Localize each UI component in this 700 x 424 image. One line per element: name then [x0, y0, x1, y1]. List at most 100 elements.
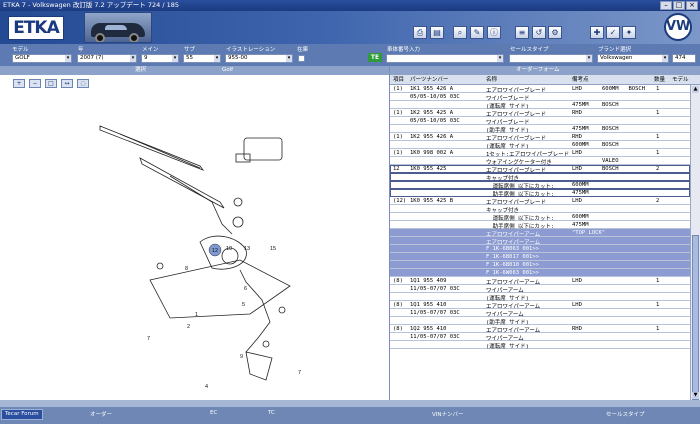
- col-model[interactable]: モデル: [672, 77, 689, 83]
- label-main-group: メイン: [142, 47, 159, 53]
- row-remarks: LHD: [572, 278, 582, 284]
- zoom-width-icon[interactable]: ↔: [61, 79, 73, 88]
- illustration-select[interactable]: 955-00▾: [225, 54, 293, 63]
- scroll-down-icon[interactable]: ▼: [692, 392, 699, 399]
- tc-button[interactable]: TC: [268, 410, 275, 416]
- callout-4: 4: [205, 384, 208, 390]
- tools-icon[interactable]: ✦: [622, 26, 636, 39]
- row-name: ワイパーブレード: [486, 96, 530, 102]
- maximize-icon[interactable]: □: [673, 1, 685, 10]
- col-part-no[interactable]: パーツナンバー: [410, 77, 449, 83]
- ec-button[interactable]: EC: [210, 410, 218, 416]
- col-remarks[interactable]: 備考点: [572, 77, 589, 83]
- row-name: エアロワイパーブレード: [486, 136, 547, 142]
- table-row[interactable]: (助手席 サイド): [390, 317, 690, 326]
- parts-list-icon[interactable]: ≡: [515, 26, 529, 39]
- table-row[interactable]: (運転席 サイド): [390, 341, 690, 350]
- tecar-forum-button[interactable]: Tecar Forum: [1, 409, 43, 420]
- col-qty[interactable]: 数量: [654, 77, 666, 83]
- vin-button[interactable]: VINナンバー: [432, 412, 464, 418]
- table-row[interactable]: F 1K-6W063 001>>: [390, 269, 690, 277]
- vin-input[interactable]: ▾: [386, 54, 504, 63]
- table-row[interactable]: キャップ付き: [390, 173, 690, 182]
- label-brand: ブランド選択: [598, 47, 632, 53]
- row-item: (12): [393, 198, 407, 204]
- row-remarks: LHD: [572, 198, 582, 204]
- pin-icon[interactable]: ✚: [590, 26, 604, 39]
- zoom-in-icon[interactable]: +: [13, 79, 25, 88]
- minimize-icon[interactable]: –: [660, 1, 672, 10]
- table-row[interactable]: 運転席側 以下にカット:600MM: [390, 181, 690, 190]
- table-row[interactable]: F 1K-6B017 001>>: [390, 253, 690, 261]
- year-select[interactable]: 2007 (7)▾: [77, 54, 137, 63]
- order-button[interactable]: オーダー: [90, 412, 113, 418]
- cart-icon[interactable]: ✓: [606, 26, 620, 39]
- row-qty: 1: [656, 150, 660, 156]
- brand-select[interactable]: Volkswagen▾: [597, 54, 669, 63]
- row-name: エアロワイパーアーム: [486, 280, 541, 286]
- row-name: ウォアイングケーター付き: [486, 160, 552, 166]
- parts-scrollbar[interactable]: ▲ ▼: [690, 85, 700, 400]
- row-part-number: 11/05-07/07 03C: [410, 310, 460, 316]
- table-row[interactable]: 運転席側 以下にカット:600MM: [390, 213, 690, 222]
- te-badge[interactable]: TE: [368, 53, 382, 62]
- model-select[interactable]: GOLF▾: [12, 54, 72, 63]
- zoom-fit-icon[interactable]: □: [45, 79, 57, 88]
- history-icon[interactable]: ↺: [532, 26, 546, 39]
- zoom-out-icon[interactable]: −: [29, 79, 41, 88]
- info-icon[interactable]: ⓘ: [487, 26, 501, 39]
- col-item[interactable]: 項目: [393, 77, 405, 83]
- illustration-header: 選択 Golf: [0, 66, 389, 75]
- zoom-reset-icon[interactable]: ◌: [77, 79, 89, 88]
- col-name[interactable]: 名称: [486, 77, 498, 83]
- sales-type-select[interactable]: ▾: [509, 54, 593, 63]
- catalog-icon[interactable]: ▤: [430, 26, 444, 39]
- illustration-tab-select[interactable]: 選択: [135, 67, 147, 73]
- close-icon[interactable]: ×: [686, 1, 698, 10]
- table-row[interactable]: キャップ付き: [390, 205, 690, 214]
- order-form-tab[interactable]: オーダーフォーム: [516, 67, 560, 73]
- row-name: エアロワイパーブレード: [486, 112, 547, 118]
- search-icon[interactable]: ⌕: [453, 26, 467, 39]
- scroll-thumb[interactable]: [692, 235, 699, 400]
- row-name: (運転席 サイド): [486, 344, 529, 350]
- table-row[interactable]: F 1K-6B063 001>>: [390, 245, 690, 253]
- table-row[interactable]: エアロワイパーアーム"TOP LOCK": [390, 229, 690, 238]
- print-icon[interactable]: ⎙: [413, 26, 427, 39]
- table-row[interactable]: 助手席側 以下にカット:475MM: [390, 221, 690, 230]
- row-item: (8): [393, 302, 403, 308]
- stock-checkbox[interactable]: [298, 55, 305, 62]
- scroll-up-icon[interactable]: ▲: [692, 86, 699, 93]
- main-group-select[interactable]: 9▾: [141, 54, 179, 63]
- row-remarks: LHD: [572, 150, 582, 156]
- callout-2: 2: [187, 324, 190, 330]
- notes-icon[interactable]: ✎: [470, 26, 484, 39]
- table-row[interactable]: (運転席 サイド): [390, 293, 690, 302]
- row-part-number: 11/05-07/07 03C: [410, 286, 460, 292]
- table-row[interactable]: エアロワイパーアーム: [390, 237, 690, 246]
- table-row[interactable]: F 1K-6B010 001>>: [390, 261, 690, 269]
- sub-group-select[interactable]: 55▾: [183, 54, 221, 63]
- sales-type-button[interactable]: セールスタイプ: [606, 412, 645, 418]
- settings-icon[interactable]: ⚙: [548, 26, 562, 39]
- table-row[interactable]: 助手席側 以下にカット:475MM: [390, 189, 690, 198]
- row-part-number: 1K2 955 425 A: [410, 110, 454, 116]
